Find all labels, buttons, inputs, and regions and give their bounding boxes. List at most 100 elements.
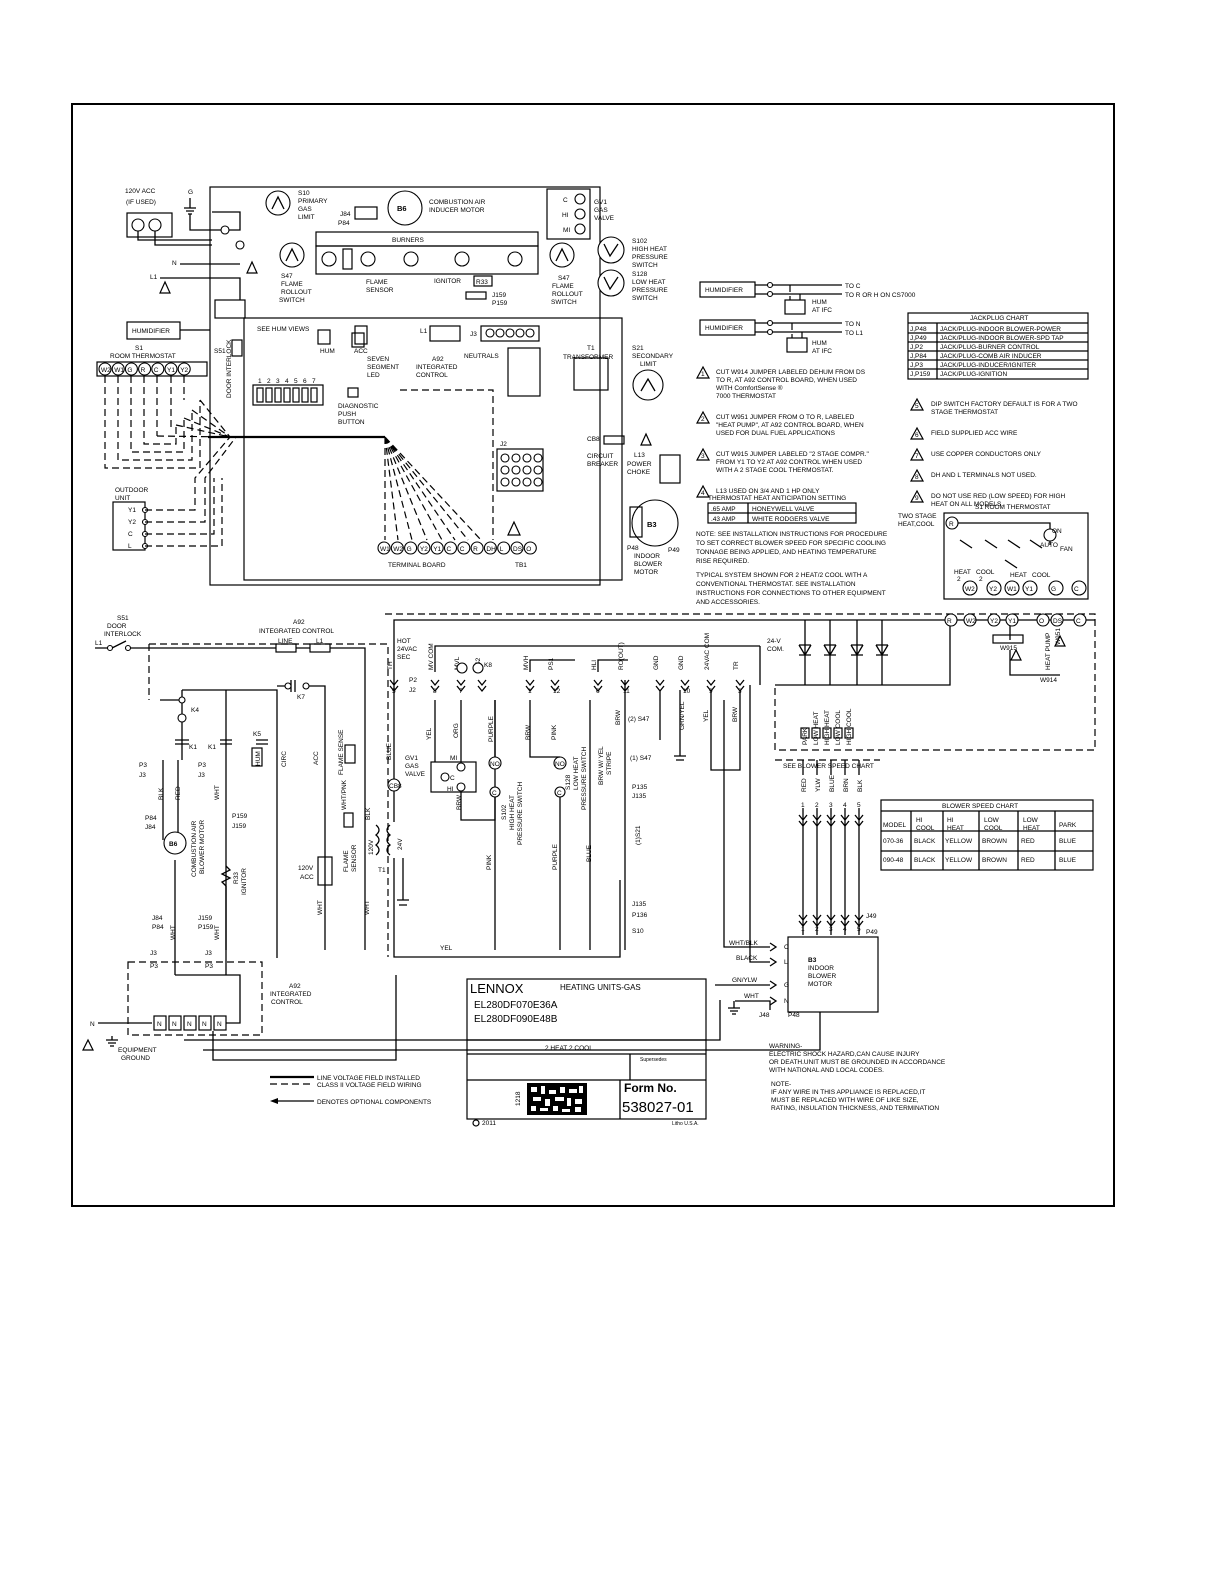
speed-relay-0 — [800, 727, 810, 739]
s128-2: LOW HEAT — [632, 279, 665, 286]
tb-term-label-0: W1 — [380, 546, 390, 553]
a92-1: A92 — [432, 356, 444, 363]
s47-l-4: SWITCH — [279, 297, 305, 304]
ladder-bottom-term-2 — [987, 613, 1001, 627]
s47-2: (2) S47 — [628, 716, 650, 723]
p3-bot-a: P3 — [150, 963, 158, 970]
tstat-term-4 — [151, 362, 165, 376]
s128-ladder-2: LOW HEAT — [573, 757, 580, 790]
hum-view2-hum: HUM — [812, 340, 827, 347]
s102-ladder-1: S102 — [501, 804, 508, 820]
code: 1218 — [515, 1091, 522, 1106]
tb-term-11 — [523, 541, 537, 555]
hum-views: HUMIDIFIER TO C TO R OR H ON CS7000 HUM … — [699, 281, 916, 355]
notes_right-num-0: 5 — [915, 403, 919, 410]
notes_left-triangle-3 — [695, 484, 711, 498]
brw-gv: BRW — [456, 794, 463, 810]
legend: LINE VOLTAGE FIELD INSTALLED CLASS II VO… — [270, 1075, 432, 1106]
j49: J49 — [866, 913, 877, 920]
tstat-term-label-2: G — [127, 367, 132, 374]
note-wire-line-3: RATING, INSULATION THICKNESS, AND TERMIN… — [771, 1105, 939, 1112]
gv1-ladder-1: GV1 — [405, 755, 418, 762]
tb-term-0 — [377, 541, 391, 555]
p2-pin-name-0: TH — [387, 661, 394, 670]
p2-pin-0 — [389, 679, 399, 693]
note-typical-3: AND ACCESSORIES. — [696, 599, 760, 606]
black: BLACK — [736, 955, 758, 962]
rt-term-label-4: G — [1051, 586, 1056, 593]
legend-class2: CLASS II VOLTAGE FIELD WIRING — [317, 1082, 422, 1089]
ladder-bottom-term-label-6: C — [1076, 618, 1081, 625]
blower-cell-0-4: RED — [1021, 838, 1035, 845]
rt-term-2 — [1004, 580, 1020, 596]
com24-1: 24-V — [767, 638, 781, 645]
dip-switch-3 — [283, 387, 291, 403]
triac-2 — [850, 620, 864, 685]
ladder-bottom-term-label-4: O — [1039, 618, 1044, 625]
jackplug-desc-3: JACK/PLUG-COMB AIR INDUCER — [940, 353, 1042, 360]
ladder-bottom-term-label-0: R — [947, 618, 952, 625]
diag-3: BUTTON — [338, 419, 365, 426]
p2-pin-8 — [655, 679, 665, 693]
acc-label-2: (IF USED) — [126, 199, 156, 206]
s51-2: DOOR — [107, 623, 127, 630]
p2-pin-name-11: TR — [733, 661, 740, 670]
speed-relay-1 — [811, 727, 821, 739]
p135: P135 — [632, 784, 648, 791]
acc120-2: ACC — [300, 874, 314, 881]
fan-label: FAN — [1060, 546, 1073, 553]
notes_right-text-3-0: DH AND L TERMINALS NOT USED. — [931, 472, 1037, 479]
pink-bot: PINK — [486, 854, 493, 870]
k5-label: K5 — [253, 731, 261, 738]
blower-cell-0-1: BLACK — [914, 838, 936, 845]
notes_left-triangle-1 — [695, 410, 711, 424]
ladder-bottom-term-label-1: W2 — [966, 618, 976, 625]
w914: W914 — [1040, 677, 1057, 684]
a92-l1: A92 — [293, 619, 305, 626]
a92-2: INTEGRATED — [416, 364, 458, 371]
tstat-term-0 — [98, 362, 112, 376]
comb-motor-2: BLOWER MOTOR — [199, 820, 206, 874]
k4-label: K4 — [191, 707, 199, 714]
blue-bot: BLUE — [586, 844, 593, 862]
tstat-r: R — [949, 521, 954, 528]
tb-term-label-1: W2 — [393, 546, 403, 553]
warning-line-2: OR DEATH.UNIT MUST BE GROUNDED IN ACCORD… — [769, 1059, 946, 1066]
hum-view2-ifc: AT IFC — [812, 348, 832, 355]
s1-top-1: S1 — [135, 345, 143, 352]
diag-2: PUSH — [338, 411, 356, 418]
p84-label: P84 — [338, 220, 350, 227]
j3-label: J3 — [470, 331, 477, 338]
hum-view1-to1: TO C — [845, 283, 861, 290]
p2-pin-1 — [430, 679, 440, 693]
note-typical-0: TYPICAL SYSTEM SHOWN FOR 2 HEAT/2 COOL W… — [696, 572, 868, 579]
p49: P49 — [866, 929, 878, 936]
gv1-hi: HI — [562, 212, 569, 219]
p2-pin-5 — [550, 679, 560, 693]
b3-term-1: L — [784, 959, 788, 966]
n-term-1 — [168, 1015, 182, 1031]
tstat-term-label-5: Y1 — [167, 367, 175, 374]
speed-wire-conn-1 — [812, 814, 822, 928]
notes_left-num-0: 1 — [701, 371, 705, 378]
cool-label: COOL — [1032, 572, 1051, 579]
cb8-ladder: CB8 — [389, 783, 402, 790]
warning-line-3: WITH NATIONAL AND LOCAL CODES. — [769, 1067, 884, 1074]
hum-l: HUM — [255, 751, 262, 766]
tstat-term-label-3: R — [141, 367, 146, 374]
dip-num-2: 3 — [276, 378, 280, 385]
ladder-bottom-term-label-2: Y2 — [990, 618, 998, 625]
p2-pin-num-2: 7 — [459, 688, 463, 695]
k7-label: K7 — [297, 694, 305, 701]
brw-ro: BRW — [732, 706, 739, 722]
p84-b: P84 — [152, 924, 164, 931]
s10-ladder: S10 — [632, 928, 644, 935]
wht-pnk: WHT/PNK — [341, 779, 348, 810]
p3-bot-b: P3 — [205, 963, 213, 970]
neutrals-label: NEUTRALS — [464, 353, 499, 360]
p2-label: P2 — [409, 677, 417, 684]
c-s102: C — [492, 790, 497, 797]
c-s128: C — [557, 790, 562, 797]
